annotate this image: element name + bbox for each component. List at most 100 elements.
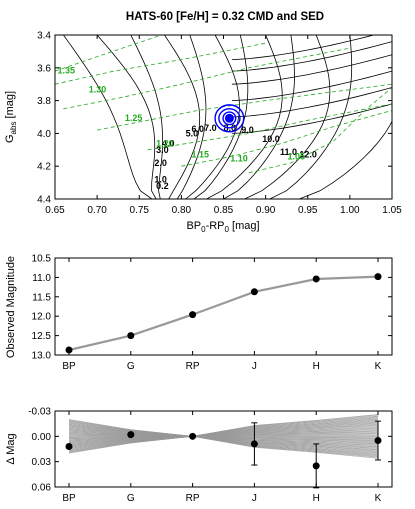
residual-points (65, 420, 382, 489)
giant-branch-track (231, 54, 392, 85)
age-label: 0.2 (156, 181, 169, 191)
y-tick-label: 12.0 (32, 312, 52, 323)
y-tick-label: -0.03 (28, 407, 51, 418)
y-tick-label: 4.4 (37, 195, 51, 206)
giant-branch-track (231, 87, 392, 118)
isochrone-track (130, 35, 164, 199)
x-tick-label: 0.65 (45, 205, 65, 216)
x-tick-label: 0.95 (298, 205, 318, 216)
mass-label: 1.20 (156, 139, 174, 149)
y-tick-label: 11.0 (32, 273, 51, 284)
isochrone-track (193, 35, 249, 199)
age-label: 10.0 (262, 134, 280, 144)
sed-model-line (68, 275, 379, 352)
age-label: 4.0 (162, 139, 175, 149)
isochrone-track (269, 35, 353, 199)
sed-frame (54, 257, 393, 356)
residual-y-ticks: -0.030.000.030.06 (28, 407, 392, 494)
age-label: 9.0 (241, 125, 254, 135)
residual-y-axis-label: Δ Mag (5, 433, 17, 464)
sed-y-ticks: 10.5 11.0 11.5 12.0 12.5 13.0 (32, 254, 392, 362)
x-tick-label: 1.00 (340, 205, 360, 216)
giant-branch-track (231, 70, 392, 101)
age-label: 2.0 (154, 158, 167, 168)
mass-track (63, 47, 350, 110)
mass-label: 1.05 (288, 151, 306, 161)
age-label: 1.0 (154, 175, 167, 185)
mass-track (97, 83, 392, 131)
x-tick-label: H (313, 493, 320, 504)
residual-point (65, 442, 73, 450)
age-label: 7.0 (204, 123, 217, 133)
giant-branch-track (231, 35, 376, 60)
mass-track (55, 35, 163, 72)
y-tick-label: 13.0 (32, 351, 52, 362)
residual-point (189, 432, 197, 440)
y-tick-label: 11.5 (32, 292, 51, 303)
y-tick-label: 3.4 (37, 31, 51, 42)
age-label: 5.0 (186, 129, 199, 139)
sed-point (189, 311, 197, 319)
isochrone-track (164, 35, 201, 199)
x-tick-label: BP (62, 493, 76, 504)
y-tick-label: 4.0 (37, 129, 51, 140)
age-label: 3.0 (156, 145, 169, 155)
x-tick-label: K (375, 361, 382, 372)
mass-track (147, 103, 392, 151)
mass-label: 1.15 (191, 150, 209, 160)
x-tick-label: J (252, 361, 257, 372)
cmd-tracks (55, 35, 392, 199)
x-tick-label: G (127, 493, 135, 504)
cmd-star (214, 104, 245, 133)
x-tick-label: 1.05 (382, 205, 402, 216)
y-tick-label: 4.2 (37, 162, 51, 173)
x-tick-label: BP (62, 361, 76, 372)
isochrone-track (299, 35, 392, 199)
sed-point (374, 273, 382, 281)
isochrone-track (223, 35, 295, 199)
sed-plot (65, 273, 382, 354)
star-marker (224, 113, 234, 123)
mass-label: 1.30 (89, 85, 107, 95)
isochrone-track (96, 35, 157, 199)
figure-title: HATS-60 [Fe/H] = 0.32 CMD and SED (126, 11, 324, 23)
y-tick-label: 0.03 (32, 457, 52, 468)
residual-point (374, 437, 382, 445)
mass-track (181, 110, 392, 167)
x-tick-label: H (313, 361, 320, 372)
sed-y-axis-label: Observed Magnitude (5, 256, 17, 358)
age-label: 6.0 (191, 124, 204, 134)
giant-branch-track (231, 41, 392, 72)
x-tick-label: 0.75 (130, 205, 150, 216)
star-contour (218, 108, 241, 129)
star-contour (214, 104, 245, 133)
x-tick-label: 0.80 (172, 205, 192, 216)
cmd-x-axis-label: BP0-RP0 [mag] (186, 220, 259, 234)
x-tick-label: RP (186, 361, 200, 372)
residual-model-band (68, 414, 379, 459)
sed-point (127, 332, 135, 340)
x-tick-label: 0.90 (256, 205, 276, 216)
isochrone-track (176, 35, 207, 199)
y-tick-label: 10.5 (32, 254, 52, 265)
model-curve (68, 435, 379, 459)
mass-track (248, 87, 392, 174)
x-tick-label: J (252, 493, 257, 504)
residual-point (250, 440, 258, 448)
y-tick-label: 12.5 (32, 331, 52, 342)
sed-point (312, 275, 320, 283)
cmd-y-axis-label: Gabs [mag] (4, 91, 18, 143)
age-label: 11.0 (280, 147, 297, 157)
sed-point (250, 288, 258, 296)
residual-point (127, 431, 135, 439)
residual-frame (54, 410, 393, 488)
y-tick-label: 3.6 (37, 63, 51, 74)
y-tick-label: 3.8 (37, 96, 51, 107)
isochrone-track (63, 35, 153, 199)
sed-point (65, 346, 73, 354)
